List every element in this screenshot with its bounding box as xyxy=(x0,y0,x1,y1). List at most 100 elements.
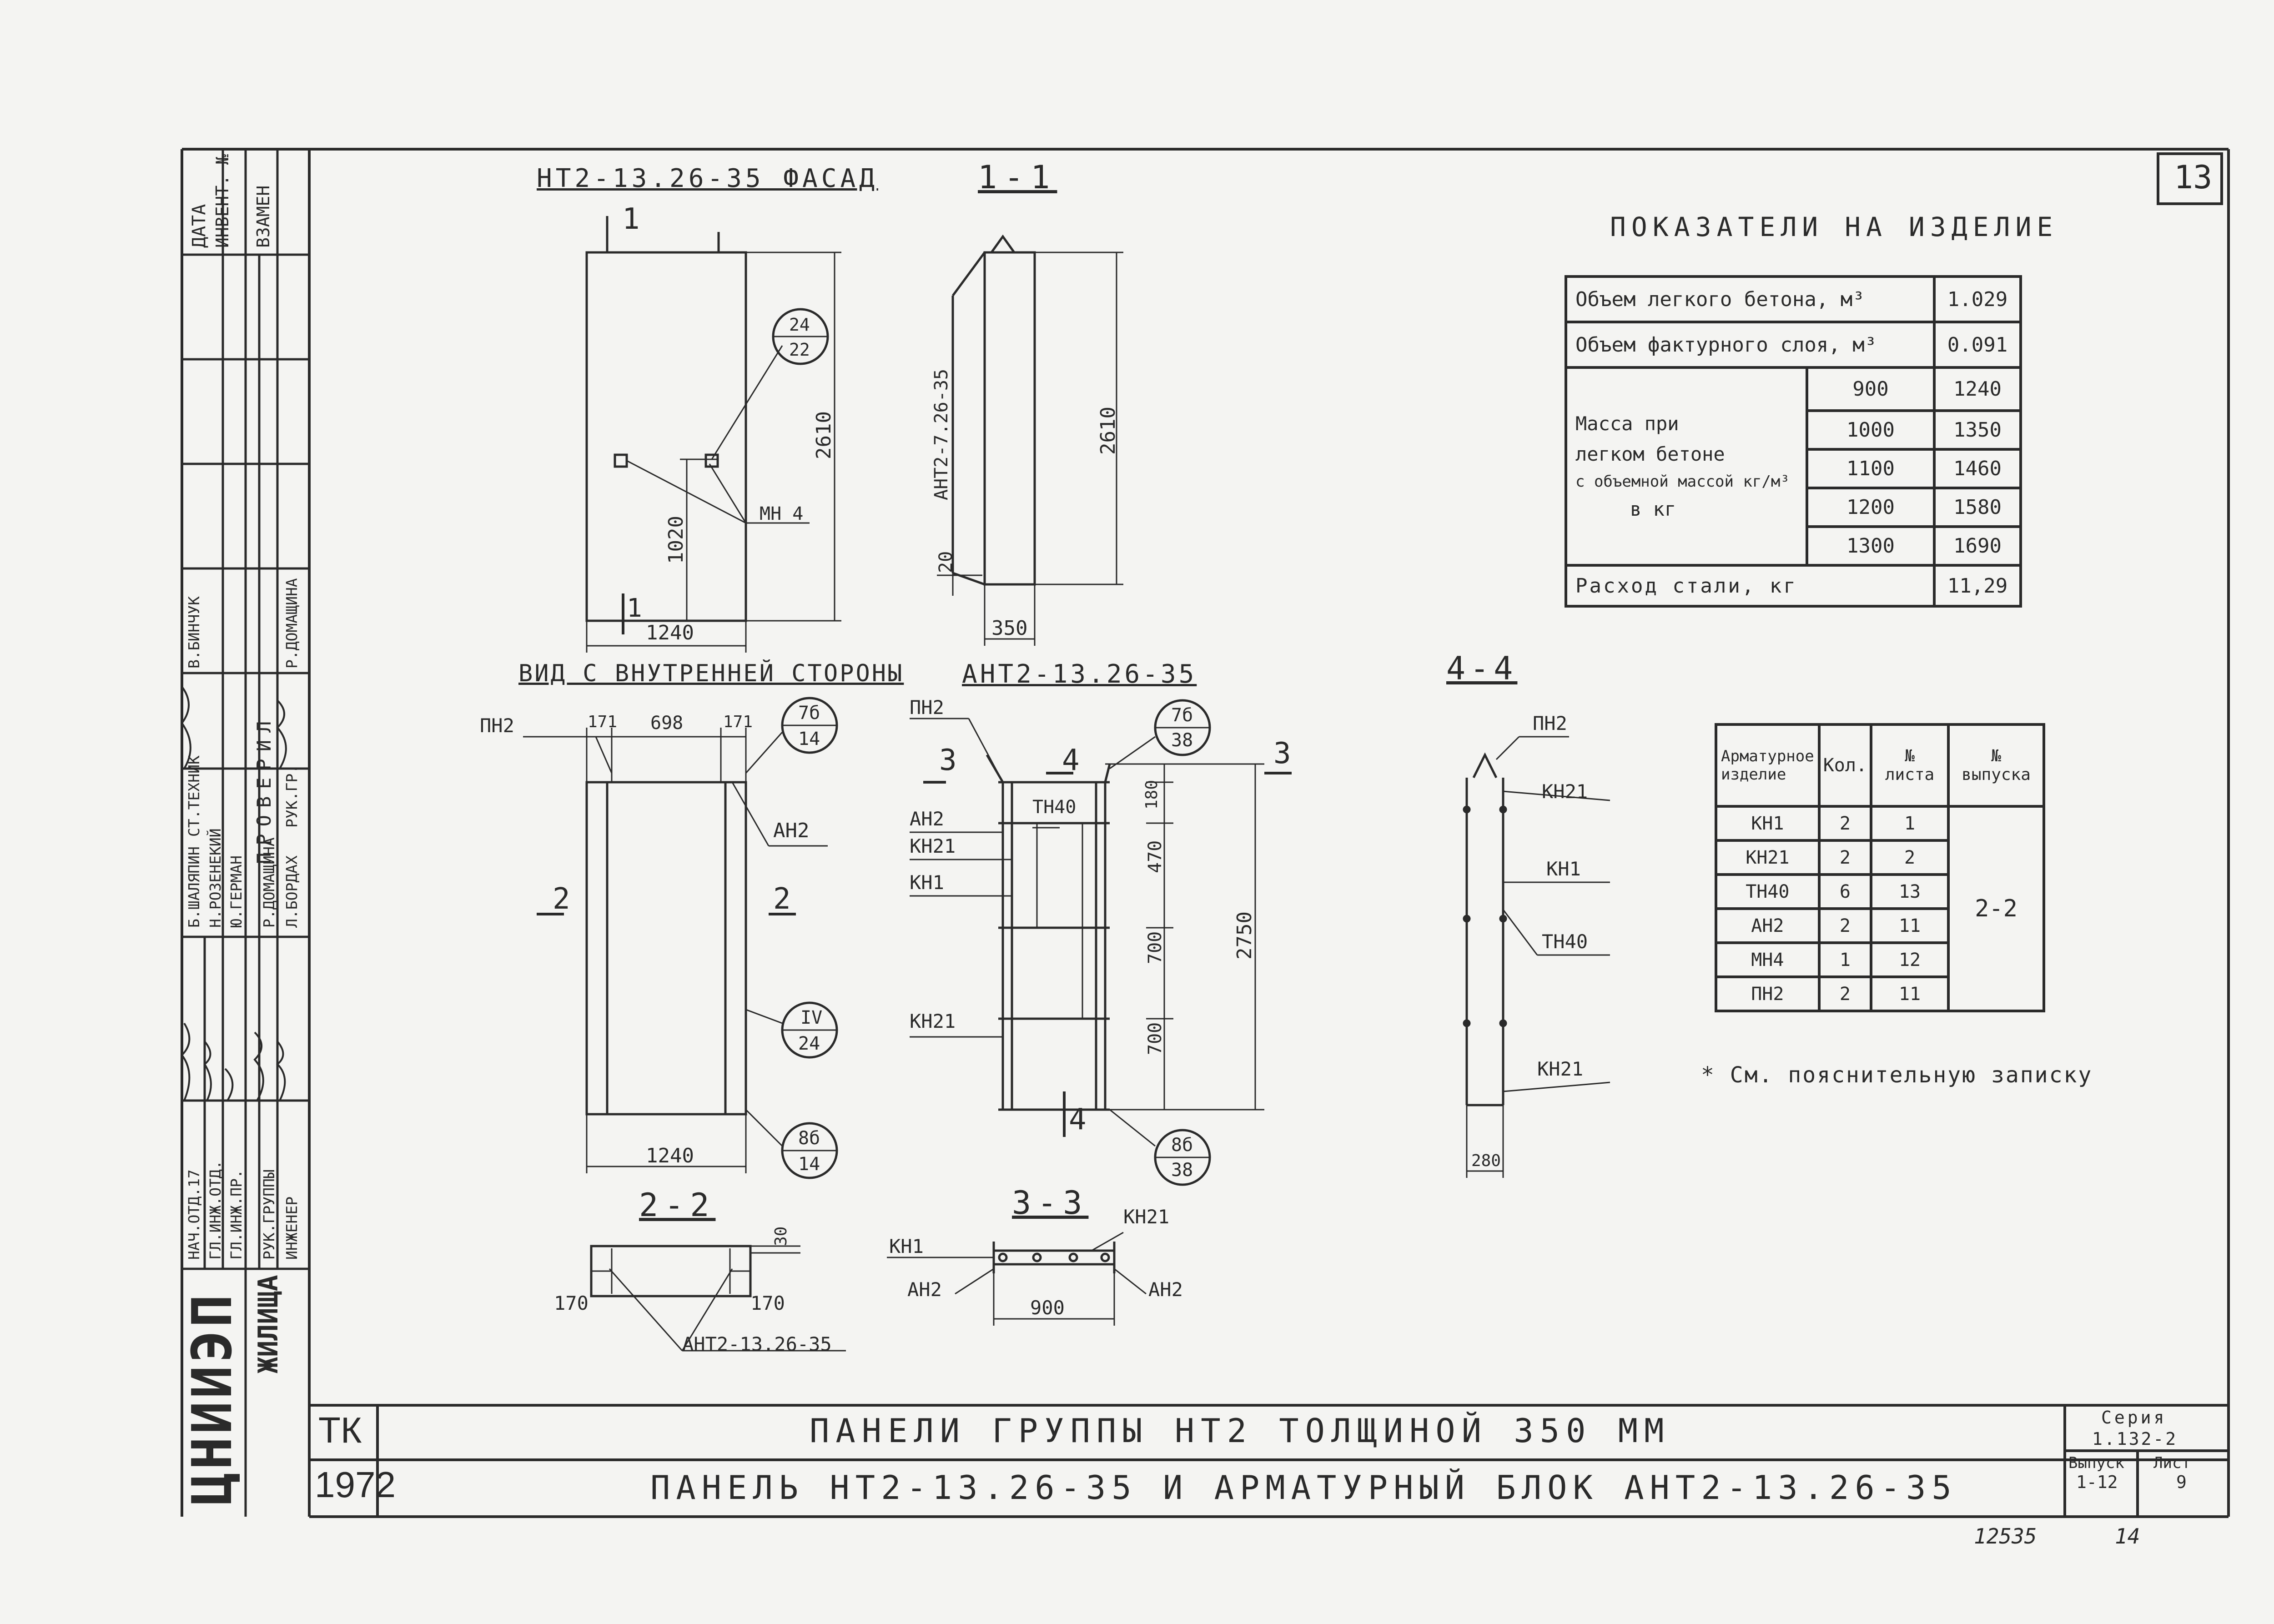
sec33-label-kn1: КН1 xyxy=(889,1235,924,1257)
rebar-item: АН2 xyxy=(1715,907,1821,944)
block-title: АНТ2-13.26-35 xyxy=(962,659,1197,689)
block-label-kn1: КН1 xyxy=(910,871,944,894)
section-4-4-title: 4-4 xyxy=(1446,650,1518,687)
armature-block-view xyxy=(910,699,1292,1186)
rebar-sheet: 11 xyxy=(1870,975,1950,1012)
block-cut-3-right: 3 xyxy=(1273,737,1291,770)
sec22-dim-30: 30 xyxy=(772,1226,790,1246)
inner-dim-171b: 171 xyxy=(723,713,753,731)
table-row: МН4 1 12 xyxy=(1715,941,2044,978)
org-logo: ЦНИИЭП xyxy=(181,1292,244,1505)
section-3-3-title: 3-3 xyxy=(1012,1184,1089,1222)
org-subtitle: ЖИЛИЩА xyxy=(252,1275,284,1373)
sec22-dim-170a: 170 xyxy=(554,1292,589,1314)
inner-cut-right: 2 xyxy=(773,882,791,916)
sec11-dim-350: 350 xyxy=(991,617,1028,640)
steel-label: Расход стали, кг xyxy=(1565,564,1936,608)
rebar-qty: 2 xyxy=(1817,907,1873,944)
rebar-sheet: 1 xyxy=(1870,805,1950,842)
inner-dim-171a: 171 xyxy=(588,713,618,731)
facade-dim-width: 1240 xyxy=(646,621,694,644)
table-row: АН2 2 11 xyxy=(1715,907,2044,944)
section-4-4-view xyxy=(1463,736,1610,1178)
density-cell: 900 xyxy=(1806,366,1936,412)
rebar-sheet: 2 xyxy=(1870,839,1950,876)
inner-cut-left: 2 xyxy=(553,882,570,916)
concrete-volume-value: 1.029 xyxy=(1933,275,2022,323)
facade-bubble-bottom: 22 xyxy=(789,340,810,360)
block-dim: 470 xyxy=(1145,840,1166,873)
archive-serial-2: 14 xyxy=(2115,1524,2140,1549)
sec44-label-tn40: ТН40 xyxy=(1542,930,1588,953)
density-cell: 1300 xyxy=(1806,525,1936,567)
section-3-3-view xyxy=(887,1232,1147,1326)
sec11-dim-height: 2610 xyxy=(1097,407,1120,455)
table-row: ТН40 6 13 xyxy=(1715,873,2044,910)
rebar-header: Арматурное изделие xyxy=(1715,723,1821,808)
table-row: КН21 2 2 xyxy=(1715,839,2044,876)
inner-label-pn2: ПН2 xyxy=(480,714,514,737)
title-block-grid xyxy=(309,1404,2229,1517)
block-cut-4-top: 4 xyxy=(1062,744,1080,777)
sheet-label: Лист xyxy=(2153,1454,2191,1472)
rebar-header: № листа xyxy=(1870,723,1950,808)
section-1-1-title: 1-1 xyxy=(978,159,1057,196)
facade-dim-height: 2610 xyxy=(812,411,835,459)
block-label-kn21: КН21 xyxy=(910,835,956,857)
mass-label-line: Масса при xyxy=(1575,412,1679,435)
steel-value: 11,29 xyxy=(1933,564,2022,608)
facade-label-mn4: МН 4 xyxy=(760,503,804,524)
rebar-qty: 1 xyxy=(1817,941,1873,978)
table-row: 1000 1350 xyxy=(1566,409,2022,451)
issue-label: Выпуск xyxy=(2068,1454,2124,1472)
sec44-label-kn21-2: КН21 xyxy=(1537,1058,1584,1080)
indicators-title: ПОКАЗАТЕЛИ НА ИЗДЕЛИЕ xyxy=(1610,211,2058,242)
rebar-sheet: 13 xyxy=(1870,873,1950,910)
title-line-1: ПАНЕЛИ ГРУППЫ НТ2 ТОЛЩИНОЙ 350 ММ xyxy=(810,1412,1670,1450)
stamp-grid xyxy=(182,149,309,1517)
table-row: Объем фактурного слоя, м³ 0.091 xyxy=(1565,321,2022,369)
mass-label-line: с объемной массой кг/м³ xyxy=(1575,472,1790,491)
rebar-header: № выпуска xyxy=(1947,723,2046,808)
section-2-2-view xyxy=(590,1245,846,1352)
block-bubble1-top: 7б xyxy=(1171,705,1193,726)
table-row: Масса при легком бетоне с объемной массо… xyxy=(1565,366,2022,567)
series-value: 1.132-2 xyxy=(2092,1429,2178,1449)
section-2-2-title: 2-2 xyxy=(639,1187,716,1224)
sec22-dim-170b: 170 xyxy=(750,1292,785,1314)
table-row: ПН2 2 11 xyxy=(1715,975,2044,1012)
inner-bubble1-top: 7б xyxy=(798,703,820,724)
inner-side-view xyxy=(523,697,838,1179)
sec44-dim-280: 280 xyxy=(1471,1151,1501,1170)
inner-bubble2-top: IV xyxy=(800,1007,823,1028)
rebar-item: КН21 xyxy=(1715,839,1821,876)
block-label-an2: АН2 xyxy=(910,808,944,830)
block-dim-total: 2750 xyxy=(1233,911,1256,960)
block-label-pn2: ПН2 xyxy=(910,696,944,719)
sec11-block-label: АНТ2-7.26-35 xyxy=(931,369,952,500)
page-number: 13 xyxy=(2174,159,2213,196)
facade-dim-1020: 1020 xyxy=(664,516,688,564)
rebar-qty: 6 xyxy=(1817,873,1873,910)
rebar-sheet: 11 xyxy=(1870,907,1950,944)
section-1-1-view xyxy=(937,234,1123,646)
mass-cell: 1240 xyxy=(1933,366,2022,412)
inner-label-an2: АН2 xyxy=(773,819,810,842)
table-row: 1100 1460 xyxy=(1566,448,2022,489)
mass-cell: 1460 xyxy=(1933,448,2022,489)
rebar-qty: 2 xyxy=(1817,839,1873,876)
indicators-table: Объем легкого бетона, м³ 1.029 Объем фак… xyxy=(1565,275,2022,608)
archive-serial: 12535 xyxy=(1974,1524,2037,1549)
mass-cell: 1350 xyxy=(1933,409,2022,451)
mass-cell: 1580 xyxy=(1933,487,2022,528)
rebar-sheet: 12 xyxy=(1870,941,1950,978)
rebar-item: ПН2 xyxy=(1715,975,1821,1012)
block-label-kn21-2: КН21 xyxy=(910,1010,956,1032)
issue-value: 1-12 xyxy=(2076,1472,2118,1492)
inner-bubble3-top: 8б xyxy=(798,1128,820,1149)
inner-view-title: ВИД С ВНУТРЕННЕЙ СТОРОНЫ xyxy=(518,660,904,687)
block-label-tn40: ТН40 xyxy=(1032,797,1077,818)
facade-cut-mark: 1 xyxy=(622,202,640,236)
